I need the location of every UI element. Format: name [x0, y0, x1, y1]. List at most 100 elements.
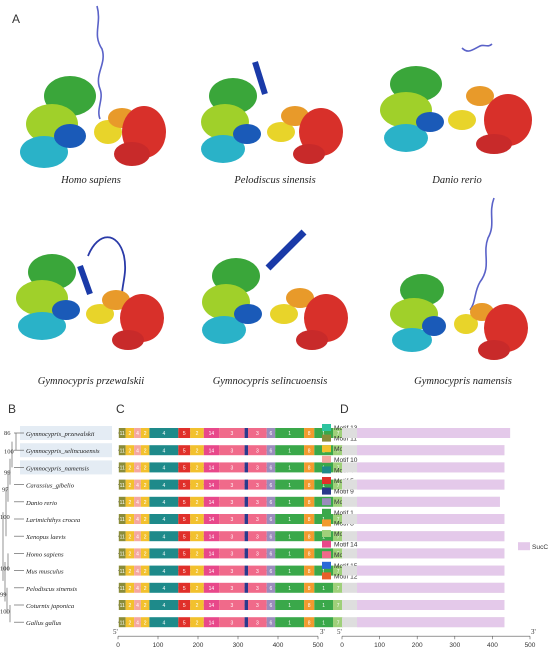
motif-block — [149, 462, 179, 473]
protein-structure-gymnocypris-namensis — [390, 197, 528, 360]
motif-block — [178, 462, 191, 473]
tree-tip-label: Homo sapiens — [25, 551, 64, 558]
motif-number: 8 — [308, 586, 311, 592]
motif-number: 11 — [120, 483, 125, 489]
motif-number: 4 — [136, 483, 139, 489]
motif-number: 1 — [322, 620, 325, 626]
motif-block — [190, 582, 204, 593]
motif-block — [178, 582, 191, 593]
motif-block — [203, 428, 220, 438]
motif-block — [275, 514, 305, 524]
motif-number: 1 — [288, 517, 291, 523]
motif-block — [125, 565, 135, 576]
motif-number: 2 — [128, 448, 131, 454]
motif-number: 3 — [230, 517, 233, 523]
motif-block — [244, 514, 248, 524]
motif-3prime-label: 3' — [320, 628, 325, 636]
protein-structure-pelodiscus-sinensis — [201, 61, 343, 164]
domain-block — [357, 548, 505, 559]
protein-structure-gymnocypris-selincuoensis — [202, 229, 348, 350]
motif-number: 11 — [120, 586, 125, 592]
tree-tip-label: Mus musculus — [25, 569, 64, 576]
motif-number: 1 — [322, 534, 325, 540]
motif-block — [134, 548, 141, 559]
motif-number: 4 — [162, 466, 165, 472]
motif-block — [333, 617, 344, 628]
domain-block — [357, 600, 505, 610]
motif-number: 4 — [162, 534, 165, 540]
motif-number: 2 — [144, 483, 147, 489]
motif-block — [190, 479, 204, 490]
motif-legend-label: Motif 10 — [334, 457, 358, 464]
domain-x-tick-label: 500 — [525, 642, 536, 647]
motif-number: 3 — [256, 569, 259, 575]
motif-block — [134, 445, 141, 456]
motif-block — [149, 479, 179, 490]
tree-tip-label: Carassius_gibelio — [26, 483, 75, 490]
protein-structure-gymnocypris-przewalskii — [16, 236, 164, 350]
species-caption: Danio rerio — [432, 175, 482, 186]
motif-number: 8 — [308, 620, 311, 626]
motif-block — [333, 428, 344, 438]
motif-block — [248, 531, 267, 542]
species-caption: Homo sapiens — [61, 175, 121, 186]
motif-number: 3 — [256, 466, 259, 472]
motif-block — [149, 514, 179, 524]
motif-legend-label: Motif 9 — [334, 489, 354, 496]
motif-block — [275, 496, 305, 507]
motif-block — [248, 496, 267, 507]
motif-number: 3 — [256, 552, 259, 558]
motif-number: 3 — [230, 500, 233, 506]
bootstrap-label: 100 — [0, 514, 10, 521]
motif-number: 3 — [256, 448, 259, 454]
motif-number: 3 — [230, 534, 233, 540]
tree-tip-label: Gymnocypris_selincuoensis — [26, 448, 100, 455]
motif-block — [203, 617, 220, 628]
motif-block — [266, 462, 276, 473]
motif-number: 5 — [183, 483, 186, 489]
motif-block — [190, 600, 204, 610]
motif-number: 6 — [270, 431, 273, 437]
domain-5prime-label: 5' — [337, 628, 342, 636]
motif-number: 4 — [162, 603, 165, 609]
motif-block — [203, 445, 220, 456]
motif-block — [244, 428, 248, 438]
motif-number: 14 — [209, 500, 215, 506]
motif-number: 5 — [183, 448, 186, 454]
domain-block — [357, 445, 505, 456]
motif-number: 2 — [128, 620, 131, 626]
motif-block — [125, 462, 135, 473]
motif-number: 3 — [256, 534, 259, 540]
motif-block — [118, 428, 126, 438]
motif-number: 2 — [144, 534, 147, 540]
motif-x-tick-label: 500 — [313, 642, 324, 647]
motif-number: 4 — [162, 500, 165, 506]
motif-block — [275, 600, 305, 610]
motif-block — [118, 617, 126, 628]
motif-number: 2 — [144, 448, 147, 454]
motif-number: 1 — [322, 603, 325, 609]
motif-number: 8 — [308, 552, 311, 558]
motif-block — [304, 600, 315, 610]
motif-number: 8 — [308, 569, 311, 575]
motif-block — [140, 600, 150, 610]
motif-legend-label: Motif 14 — [334, 542, 358, 549]
motif-block — [125, 548, 135, 559]
motif-x-tick-label: 200 — [193, 642, 204, 647]
motif-block — [190, 514, 204, 524]
motif-number: 4 — [136, 431, 139, 437]
motif-block — [219, 428, 245, 438]
motif-block — [219, 531, 245, 542]
motif-number: 4 — [136, 448, 139, 454]
motif-block — [244, 565, 248, 576]
motif-block — [275, 565, 305, 576]
motif-number: 4 — [136, 466, 139, 472]
domain-x-tick-label: 100 — [374, 642, 385, 647]
motif-legend-swatch — [322, 572, 331, 580]
motif-x-tick-label: 400 — [273, 642, 284, 647]
motif-legend-swatch — [322, 434, 331, 442]
motif-block — [149, 445, 179, 456]
motif-block — [333, 582, 344, 593]
protein-structure-homo-sapiens — [20, 5, 166, 168]
motif-block — [203, 479, 220, 490]
